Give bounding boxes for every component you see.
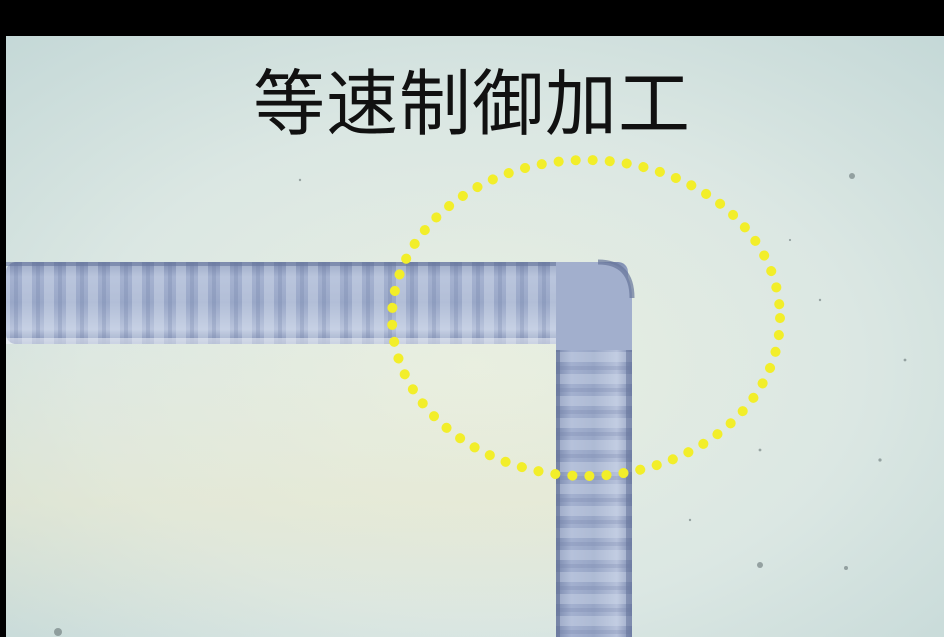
caption-title: 等速制御加工	[252, 62, 691, 146]
groove-vertical	[556, 300, 632, 637]
dotted-circle-icon	[387, 155, 785, 481]
groove-horizontal	[6, 262, 628, 344]
groove-corner	[556, 262, 632, 350]
dust-speckles	[54, 173, 907, 636]
